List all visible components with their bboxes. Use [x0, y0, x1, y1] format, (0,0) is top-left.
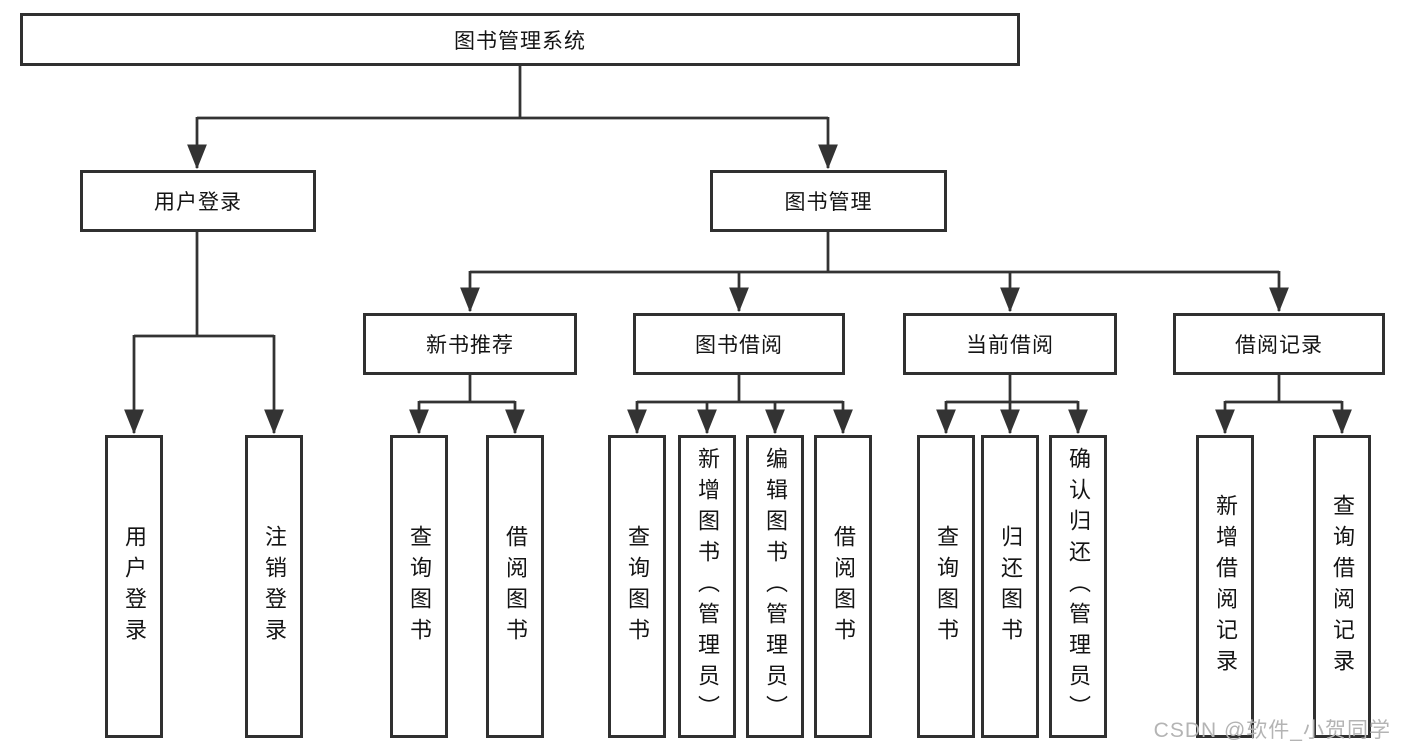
node-book-management-label: 图书管理 — [784, 191, 873, 214]
node-book-borrowing: 图书借阅 — [633, 313, 845, 375]
node-leaf-user-login-label: 用户登录 — [122, 524, 147, 649]
node-leaf-confirm-return-admin: 确认归还（管理员） — [1049, 435, 1107, 738]
node-leaf-borrow-books: 借阅图书 — [814, 435, 872, 738]
node-leaf-current-query-books-label: 查询图书 — [934, 524, 959, 649]
node-leaf-query-borrow-record-label: 查询借阅记录 — [1330, 493, 1355, 680]
node-leaf-return-books: 归还图书 — [981, 435, 1039, 738]
node-leaf-add-borrow-record: 新增借阅记录 — [1196, 435, 1254, 738]
node-leaf-borrow-query-books-label: 查询图书 — [625, 524, 650, 649]
node-leaf-user-login: 用户登录 — [105, 435, 163, 738]
node-borrowing-records: 借阅记录 — [1173, 313, 1385, 375]
node-leaf-rec-borrow-books: 借阅图书 — [486, 435, 544, 738]
node-leaf-current-query-books: 查询图书 — [917, 435, 975, 738]
node-new-book-recommend: 新书推荐 — [363, 313, 577, 375]
node-leaf-logout: 注销登录 — [245, 435, 303, 738]
node-leaf-confirm-return-admin-label: 确认归还（管理员） — [1066, 447, 1091, 726]
node-user-login-label: 用户登录 — [154, 191, 242, 214]
node-leaf-add-borrow-record-label: 新增借阅记录 — [1213, 493, 1238, 680]
node-book-management: 图书管理 — [710, 170, 947, 232]
node-leaf-borrow-books-label: 借阅图书 — [831, 524, 856, 649]
node-leaf-rec-borrow-books-label: 借阅图书 — [503, 524, 528, 649]
node-leaf-rec-query-books-label: 查询图书 — [407, 524, 432, 649]
node-library-system-label: 图书管理系统 — [454, 29, 586, 53]
node-leaf-add-book-admin: 新增图书（管理员） — [678, 435, 736, 738]
node-new-book-recommend-label: 新书推荐 — [426, 334, 514, 357]
node-library-system: 图书管理系统 — [20, 13, 1020, 66]
node-leaf-return-books-label: 归还图书 — [998, 524, 1023, 649]
node-current-borrowing: 当前借阅 — [903, 313, 1117, 375]
node-current-borrowing-label: 当前借阅 — [966, 334, 1054, 357]
csdn-watermark: CSDN @软件_小贺同学 — [1153, 719, 1391, 742]
node-leaf-edit-book-admin-label: 编辑图书（管理员） — [763, 447, 788, 726]
node-leaf-query-borrow-record: 查询借阅记录 — [1313, 435, 1371, 738]
node-borrowing-records-label: 借阅记录 — [1235, 334, 1323, 357]
node-leaf-edit-book-admin: 编辑图书（管理员） — [746, 435, 804, 738]
node-leaf-borrow-query-books: 查询图书 — [608, 435, 666, 738]
node-leaf-rec-query-books: 查询图书 — [390, 435, 448, 738]
node-book-borrowing-label: 图书借阅 — [695, 334, 783, 357]
node-user-login: 用户登录 — [80, 170, 316, 232]
node-leaf-add-book-admin-label: 新增图书（管理员） — [695, 447, 720, 726]
node-leaf-logout-label: 注销登录 — [262, 524, 287, 649]
